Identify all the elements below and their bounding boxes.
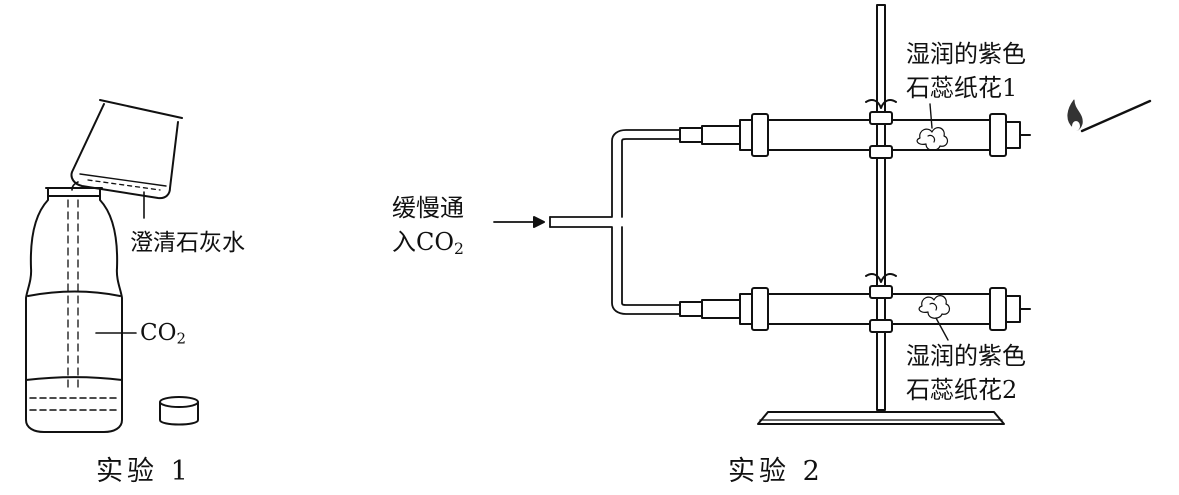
flower1-label-line2: 石蕊纸花1 <box>906 74 1018 102</box>
inlet-label-line1: 缓慢通 <box>392 194 464 222</box>
flower1-label-line1: 湿润的紫色 <box>906 40 1026 68</box>
inlet-arrow <box>493 216 545 228</box>
gas-tubing <box>549 129 681 315</box>
flower2-label-line1: 湿润的紫色 <box>906 342 1026 370</box>
litmus-flower-1 <box>916 127 949 151</box>
upper-clamp <box>865 99 897 159</box>
plastic-bottle-icon <box>25 187 123 433</box>
flower2-label-line2: 石蕊纸花2 <box>906 376 1018 404</box>
co2-label: CO2 <box>140 320 186 348</box>
flower2-leader-line <box>935 317 949 341</box>
lower-glass-tube <box>679 287 1031 331</box>
inlet-label-line2: 入CO2 <box>392 228 464 257</box>
inlet-label-subscript: 2 <box>454 239 464 258</box>
experiment2-caption: 实验 2 <box>728 456 824 487</box>
burning-match-icon <box>1067 99 1152 133</box>
co2-subscript: 2 <box>176 329 186 348</box>
limewater-label: 澄清石灰水 <box>130 230 245 256</box>
inlet-label-prefix: 入CO <box>392 228 455 256</box>
litmus-flower-2 <box>918 295 951 319</box>
upper-glass-tube <box>679 113 1031 157</box>
flower1-leader-line <box>929 103 933 129</box>
beaker-icon <box>70 99 183 200</box>
co2-base: CO <box>140 320 177 346</box>
experiment1-caption: 实验 1 <box>96 456 192 487</box>
iron-stand <box>757 4 1005 425</box>
lower-clamp <box>865 273 897 333</box>
bottle-cap-icon <box>159 396 199 426</box>
